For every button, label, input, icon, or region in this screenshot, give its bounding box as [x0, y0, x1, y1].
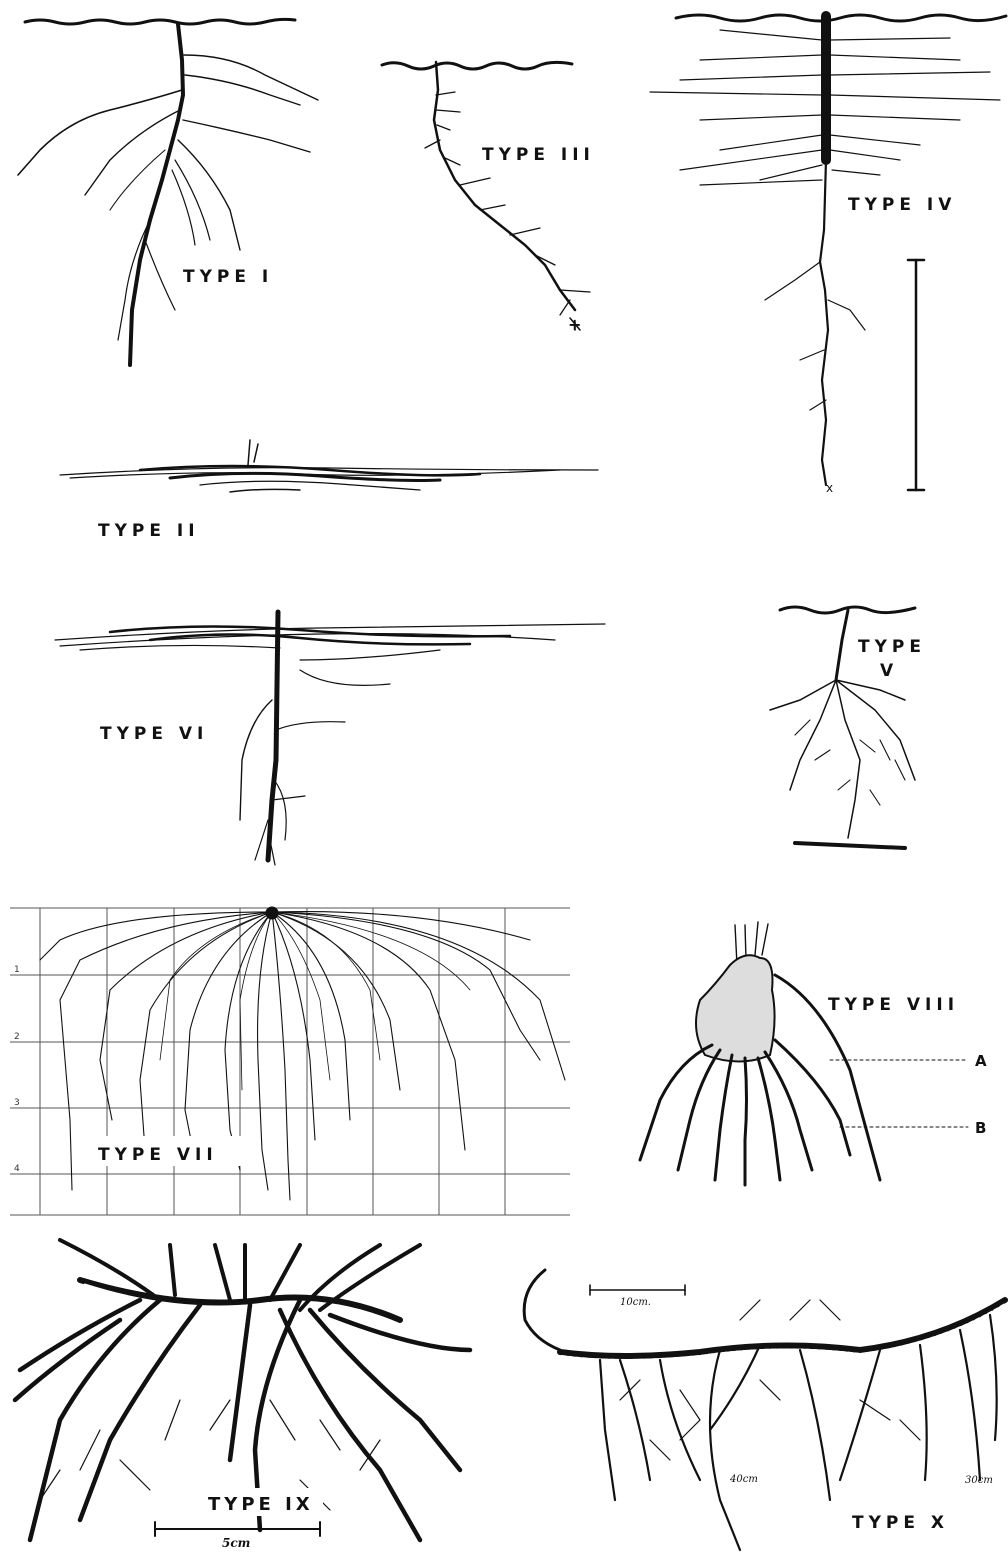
type-x-root-drawing [524, 1270, 1005, 1550]
type-v-label-line2: V [880, 661, 898, 681]
type-iii-label: TYPE III [482, 145, 595, 165]
type-x-label: TYPE X [852, 1513, 949, 1533]
type-v-label-line1: TYPE [858, 637, 926, 657]
type-iv-x-mark: x [826, 481, 833, 495]
type-viii-marker-a: A [975, 1052, 987, 1070]
type-i-root-drawing [18, 19, 318, 365]
type-vii-grid [10, 908, 570, 1215]
type-ix-scale-label: 5cm [222, 1536, 250, 1550]
type-i-label: TYPE I [183, 267, 273, 287]
type-ix-label: TYPE IX [208, 1494, 314, 1515]
type-iii-plus-mark: + [568, 315, 581, 334]
type-iv-label: TYPE IV [848, 195, 956, 215]
type-iv-root-drawing [650, 15, 1006, 490]
type-ii-label: TYPE II [98, 521, 200, 541]
type-x-scale-label: 10cm. [620, 1297, 651, 1308]
type-x-depth-40cm: 40cm [729, 1474, 758, 1485]
type-vii-grid-tick-1: 1 [14, 965, 20, 975]
type-vi-label: TYPE VI [100, 724, 208, 744]
type-vii-grid-tick-3: 3 [14, 1098, 20, 1108]
type-vii-grid-tick-2: 2 [14, 1032, 20, 1042]
type-viii-marker-b: B [975, 1119, 986, 1137]
type-viii-label: TYPE VIII [828, 995, 959, 1015]
type-vii-label: TYPE VII [98, 1145, 218, 1165]
type-iii-root-drawing [382, 62, 590, 330]
type-viii-root-drawing [640, 922, 968, 1185]
type-ii-root-drawing [60, 440, 598, 492]
type-x-depth-30cm: 30cm [965, 1475, 993, 1486]
type-vii-grid-tick-4: 4 [14, 1164, 20, 1174]
